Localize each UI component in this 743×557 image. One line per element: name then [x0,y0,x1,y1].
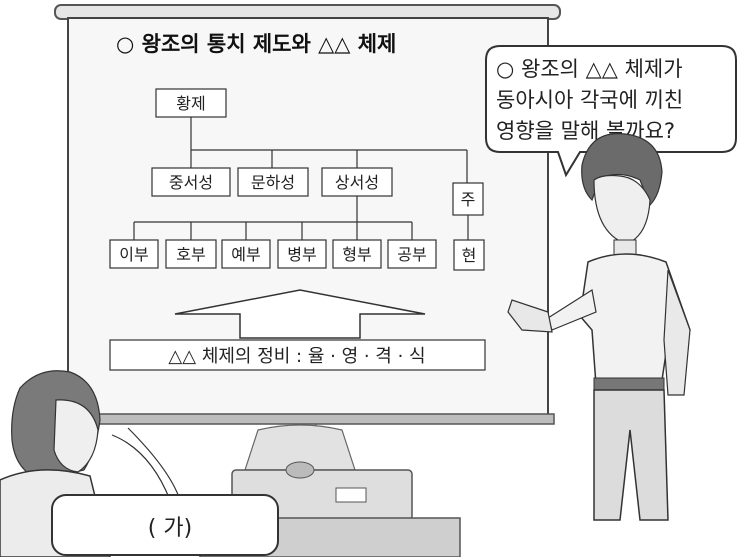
screen-bottom-bar [63,413,555,425]
screen-title: ○ 왕조의 통치 제도와 △△ 체제 [116,32,396,56]
dept-label-3: 상서성 [335,173,379,192]
student-bubble-text: ( 가) [148,516,192,541]
ministry-label-4: 병부 [287,245,316,264]
county-label: 현 [462,246,477,265]
ministry-box-3 [221,239,271,269]
ministry-label-5: 형부 [342,245,371,264]
ministry-box-1 [109,239,159,269]
ministry-box-5 [332,239,382,269]
dept-box-1 [151,167,231,197]
up-arrow-shape [174,289,426,339]
teacher-bubble [485,45,737,178]
ministry-box-2 [165,239,217,269]
student-bubble [51,494,279,556]
county-box [453,239,485,271]
dept-label-1: 중서성 [169,173,213,192]
ministry-label-3: 예부 [231,245,260,264]
ministry-label-1: 이부 [119,245,148,264]
reform-text: △△ 체제의 정비 : 율 · 영 · 격 · 식 [168,346,425,367]
dept-box-2 [237,167,309,197]
dept-box-3 [321,167,393,197]
teacher-bubble-line-1: ○ 왕조의 △△ 체제가 [496,57,683,81]
teacher-illustration [507,132,691,521]
reform-box [109,339,486,371]
teacher-bubble-line-2: 동아시아 각국에 끼친 [496,88,683,112]
dept-label-2: 문하성 [251,173,295,192]
ministry-label-6: 공부 [397,245,426,264]
screen-roller [54,4,561,20]
emperor-label: 황제 [176,94,205,113]
ministry-box-4 [277,239,327,269]
province-label: 주 [461,190,476,209]
ministry-label-2: 호부 [176,245,205,264]
teacher-bubble-line-3: 영향을 말해 볼까요? [496,119,675,143]
ministry-box-6 [387,239,437,269]
